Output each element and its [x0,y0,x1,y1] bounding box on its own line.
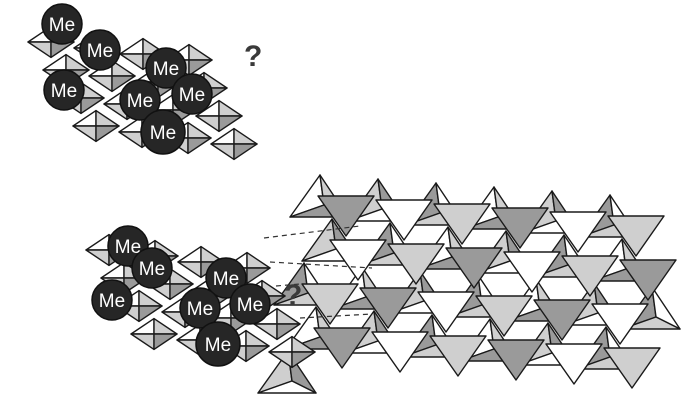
octahedron-face [246,346,269,361]
question-mark-lower: ? [284,279,302,312]
question-mark-upper: ? [244,40,262,73]
octahedron-face [81,98,104,113]
octahedron-face [96,111,119,126]
metal-atom-label: Me [153,59,179,80]
octahedron-face [247,253,270,268]
octahedron-face [89,76,112,91]
metal-atom: Me [42,4,82,44]
metal-atom: Me [92,280,132,320]
octahedron-face [119,132,142,147]
octahedron-face [211,144,234,159]
octahedron [131,319,177,350]
octahedron-face [154,319,177,334]
octahedron-face [73,126,96,141]
metal-atom-label: Me [150,123,176,144]
metal-atom-label: Me [179,85,205,106]
octahedron [73,111,119,142]
octahedron-face [96,126,119,141]
octahedron-face [73,111,96,126]
octahedron-face [211,129,234,144]
octahedron-face [86,235,109,250]
metal-atom-label: Me [51,81,77,102]
octahedron-face [219,101,242,116]
tetrahedral-framework [258,175,680,393]
octahedron-face [188,123,211,138]
octahedron-face [246,331,269,346]
metal-atom-label: Me [139,259,165,280]
octahedron-face [139,306,162,321]
octahedron-face [131,319,154,334]
octahedron-face [254,324,277,339]
metal-atom: Me [44,70,84,110]
octahedron-face [234,129,257,144]
metal-atom-label: Me [127,91,153,112]
octahedron-face [178,247,201,262]
octahedron [211,129,257,160]
octahedron-face [178,262,201,277]
metal-atom-label: Me [187,299,213,320]
octahedron-face [196,116,219,131]
octahedron-face [170,269,193,284]
metal-atom-label: Me [49,15,75,36]
metal-atom: Me [141,110,185,154]
octahedron-face [269,337,292,352]
octahedron-face [189,45,212,60]
metal-atom-label: Me [99,291,125,312]
metal-atom: Me [196,322,240,366]
metal-atom: Me [80,30,120,70]
octahedron-face [234,144,257,159]
octahedron-face [43,55,66,70]
octahedron-face [188,138,211,153]
octahedron-face [219,116,242,131]
octahedron-face [139,291,162,306]
octahedron-face [189,60,212,75]
octahedron-face [154,334,177,349]
octahedron-face [120,54,143,69]
octahedron-face [28,42,51,57]
octahedron-face [120,39,143,54]
octahedron-face [292,352,315,367]
octahedron-face [247,268,270,283]
octahedron-face [131,334,154,349]
metal-atom: Me [230,284,270,324]
octahedron-face [86,250,109,265]
metal-atom-label: Me [87,41,113,62]
metal-atom: Me [132,248,172,288]
metal-atom-label: Me [237,295,263,316]
metal-atom-label: Me [213,269,239,290]
metal-atom-label: Me [205,335,231,356]
metal-atom: Me [172,74,212,114]
